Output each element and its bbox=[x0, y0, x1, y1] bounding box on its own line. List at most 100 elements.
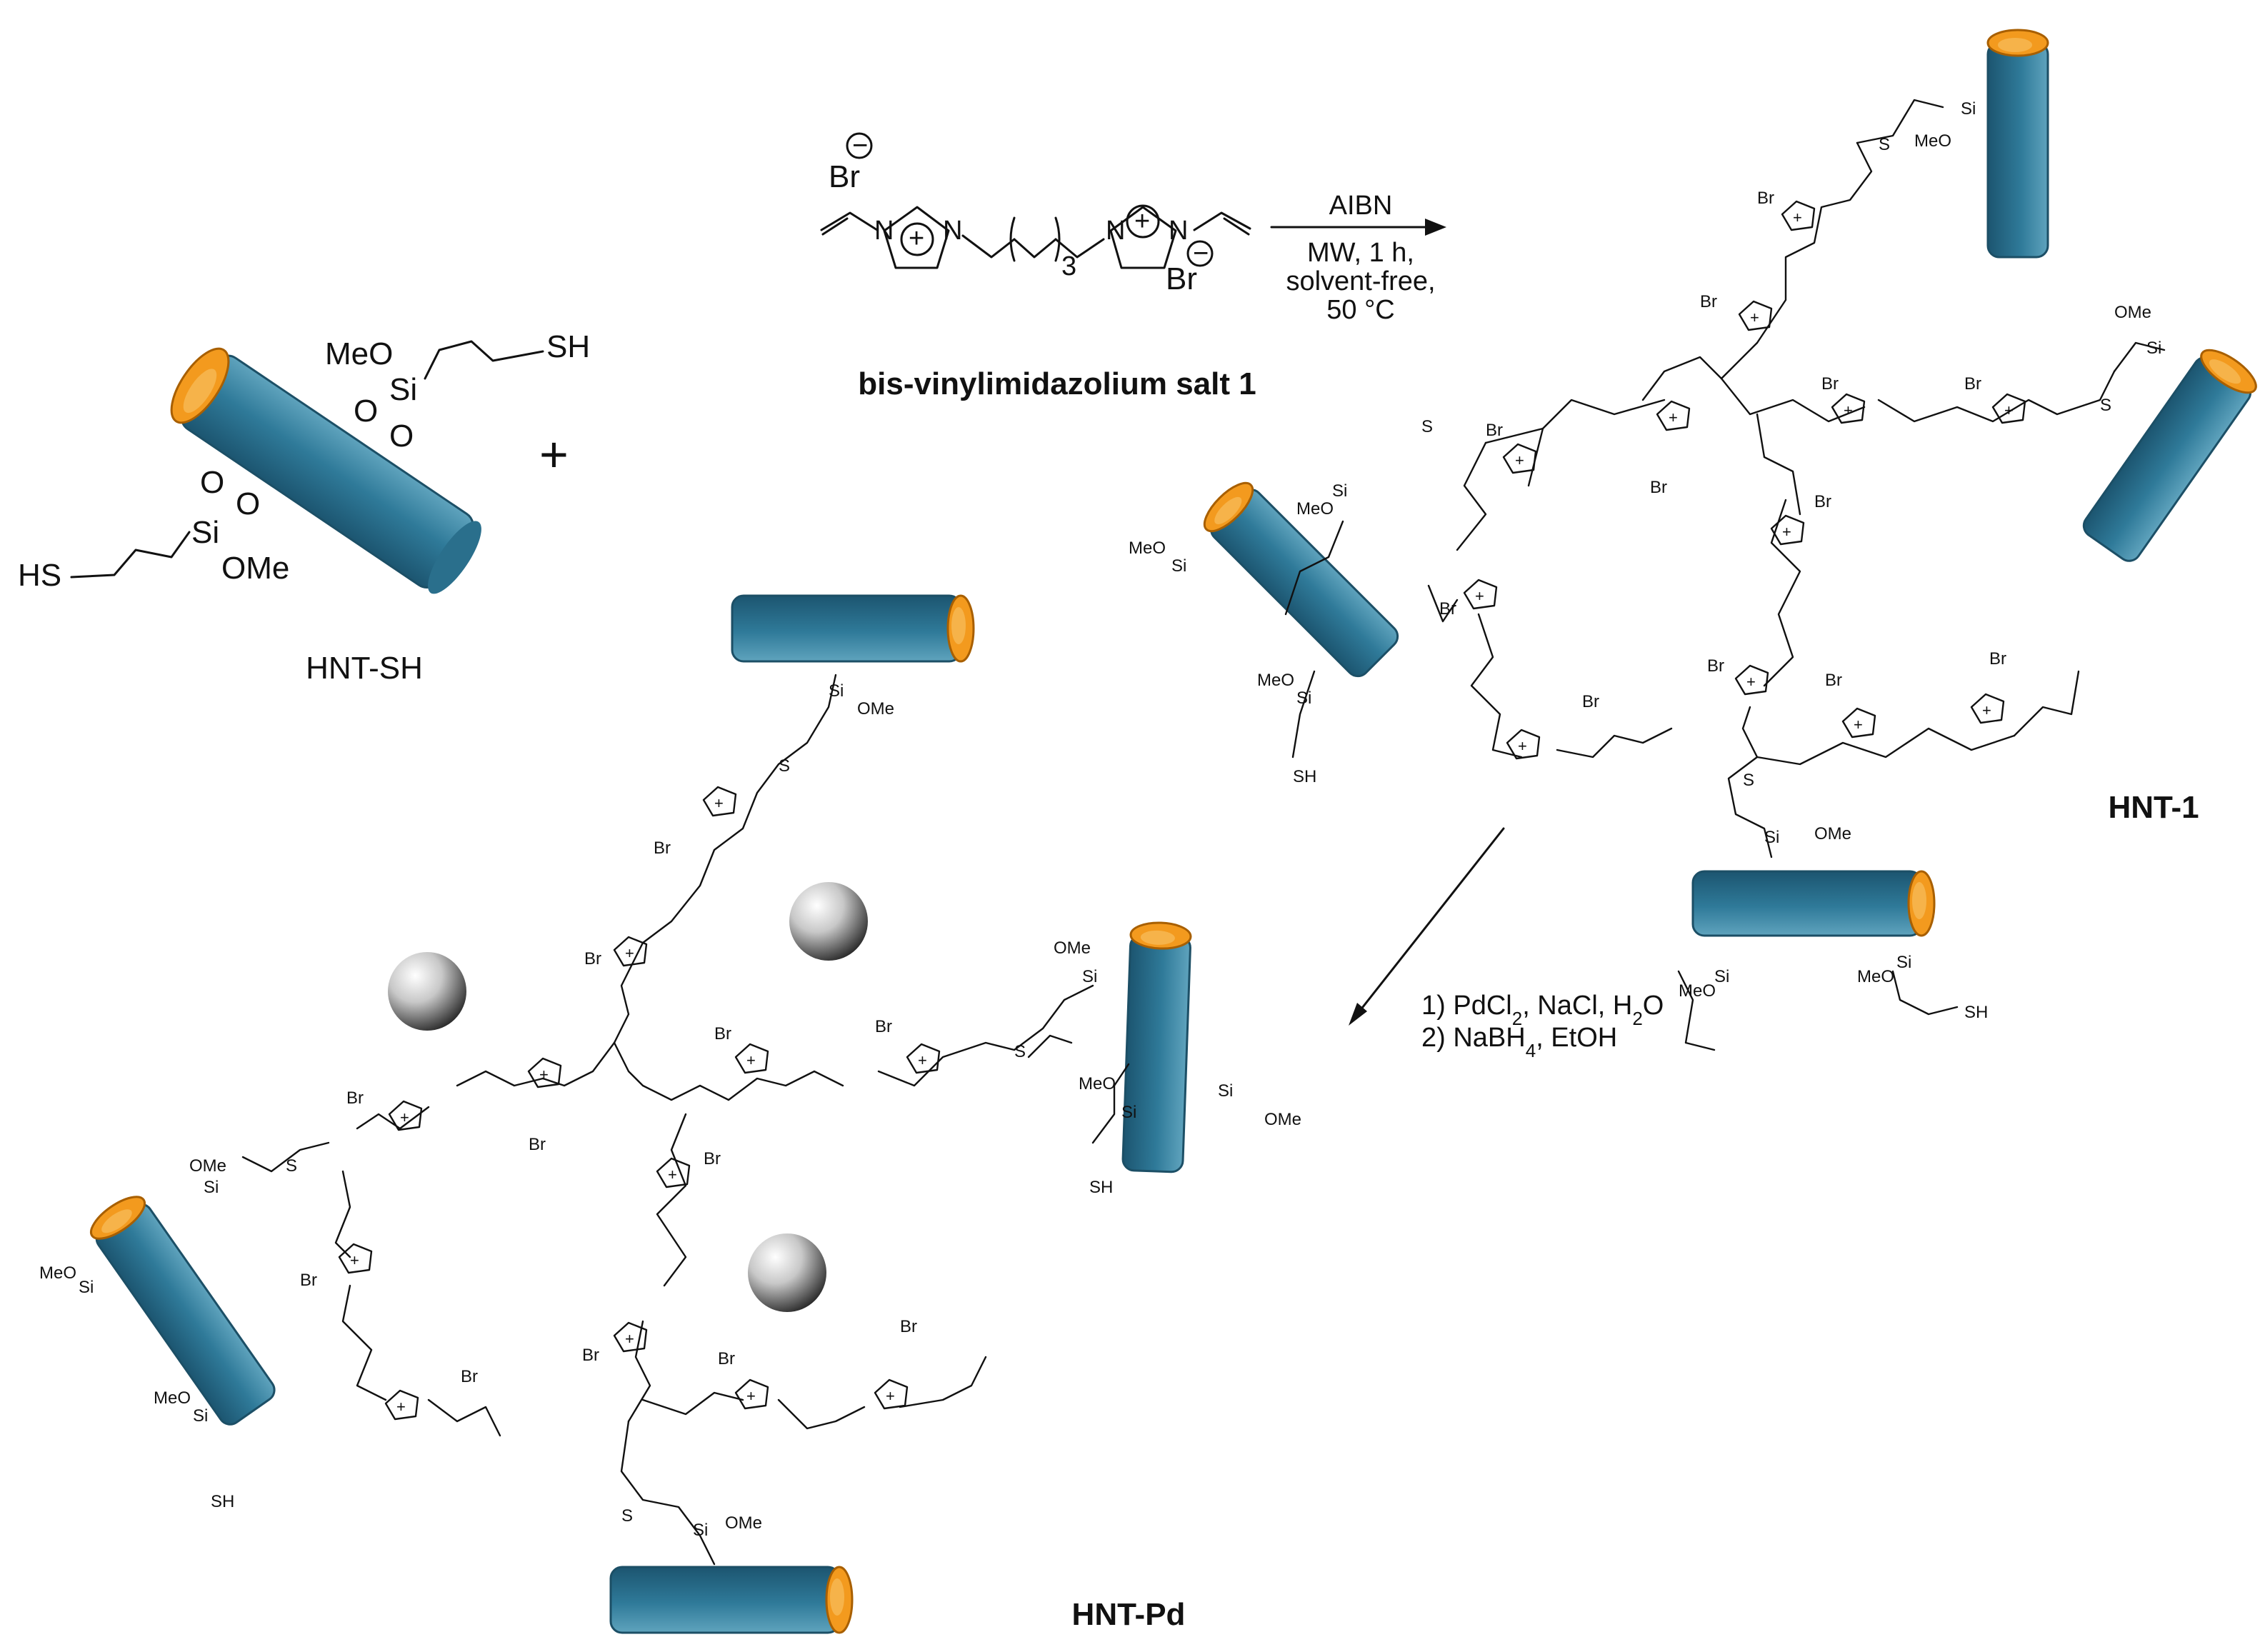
svg-text:MeO: MeO bbox=[1079, 1074, 1116, 1093]
svg-text:Si: Si bbox=[1332, 481, 1347, 501]
imidazolium-ring: + bbox=[613, 936, 648, 967]
nanotube-icon bbox=[1121, 921, 1192, 1173]
svg-text:S: S bbox=[286, 1156, 297, 1176]
nanotube-icon bbox=[609, 1566, 854, 1634]
svg-text:Br: Br bbox=[1757, 189, 1774, 208]
svg-text:Si: Si bbox=[1764, 828, 1779, 847]
svg-text:+: + bbox=[400, 1108, 409, 1126]
nanotube-icon bbox=[2082, 349, 2257, 562]
svg-text:S: S bbox=[2100, 396, 2111, 415]
svg-text:SH: SH bbox=[546, 329, 590, 364]
svg-text:O: O bbox=[236, 486, 260, 521]
svg-text:+: + bbox=[1982, 701, 1991, 719]
svg-text:−: − bbox=[852, 131, 868, 161]
svg-text:Si: Si bbox=[1296, 689, 1311, 708]
svg-text:O: O bbox=[200, 465, 224, 500]
svg-text:Br: Br bbox=[1814, 492, 1831, 511]
svg-text:Si: Si bbox=[1961, 99, 1976, 119]
svg-text:Br: Br bbox=[1166, 261, 1197, 296]
pd-nanoparticle bbox=[748, 1233, 826, 1312]
svg-text:+: + bbox=[1669, 409, 1678, 426]
svg-text:solvent-free,: solvent-free, bbox=[1286, 266, 1435, 296]
svg-text:N: N bbox=[943, 216, 962, 246]
imidazolium-ring: + bbox=[906, 1043, 941, 1074]
imidazolium-ring: + bbox=[874, 1378, 909, 1410]
svg-text:Si: Si bbox=[389, 372, 417, 407]
svg-text:Br: Br bbox=[1439, 599, 1456, 619]
imidazolium-ring: + bbox=[1970, 693, 2005, 724]
svg-text:HS: HS bbox=[18, 558, 61, 593]
reagent-label: bis-vinylimidazolium salt 1 bbox=[858, 366, 1256, 401]
svg-text:MeO: MeO bbox=[39, 1263, 76, 1283]
nanotube-icon bbox=[1986, 29, 2049, 259]
nanotube-icon bbox=[170, 347, 481, 594]
svg-text:Si: Si bbox=[191, 515, 219, 550]
svg-text:Br: Br bbox=[714, 1024, 731, 1043]
imidazolium-ring: + bbox=[1463, 579, 1498, 610]
svg-text:Br: Br bbox=[1707, 656, 1724, 676]
hnt-pd-structure: + + + + + + + + + + + + Br Br Br Br Br B… bbox=[39, 594, 1301, 1634]
pd-nanoparticle bbox=[388, 952, 466, 1031]
svg-text:Br: Br bbox=[1989, 649, 2006, 669]
svg-text:+: + bbox=[350, 1251, 359, 1269]
svg-text:+: + bbox=[1750, 309, 1759, 326]
svg-text:Si: Si bbox=[1121, 1103, 1136, 1122]
imidazolium-ring: + bbox=[338, 1243, 373, 1274]
imidazolium-ring: + bbox=[384, 1389, 419, 1421]
svg-text:SH: SH bbox=[1964, 1003, 1988, 1022]
svg-text:Br: Br bbox=[900, 1317, 917, 1336]
svg-text:−: − bbox=[1193, 239, 1209, 269]
svg-text:+: + bbox=[539, 1066, 549, 1083]
svg-text:+: + bbox=[668, 1166, 677, 1183]
svg-text:Si: Si bbox=[829, 681, 844, 701]
svg-text:Br: Br bbox=[1486, 421, 1503, 440]
svg-text:+: + bbox=[1782, 523, 1791, 541]
svg-text:+: + bbox=[2004, 401, 2014, 419]
svg-text:Br: Br bbox=[346, 1088, 364, 1108]
svg-text:MeO: MeO bbox=[154, 1388, 191, 1408]
svg-text:Br: Br bbox=[1582, 692, 1599, 711]
svg-text:Br: Br bbox=[829, 159, 860, 194]
step1-conditions: AIBN MW, 1 h, solvent-free, 50 °C bbox=[1286, 191, 1435, 325]
plus-sign: + bbox=[539, 426, 569, 482]
nanotube-icon bbox=[1691, 870, 1936, 937]
svg-text:MeO: MeO bbox=[1857, 967, 1894, 986]
hnt-1-label: HNT-1 bbox=[2108, 790, 2199, 825]
svg-text:OMe: OMe bbox=[221, 551, 289, 586]
imidazolium-ring: + bbox=[1656, 400, 1691, 431]
imidazolium-ring: + bbox=[1506, 729, 1541, 760]
svg-text:OMe: OMe bbox=[857, 699, 894, 719]
imidazolium-ring: + bbox=[1738, 300, 1773, 331]
svg-text:+: + bbox=[746, 1387, 756, 1405]
svg-text:+: + bbox=[918, 1051, 927, 1069]
step2-conditions: 1) PdCl2, NaCl, H2O 2) NaBH4, EtOH bbox=[1421, 991, 1664, 1061]
svg-text:Si: Si bbox=[1082, 967, 1097, 986]
svg-text:50 °C: 50 °C bbox=[1326, 295, 1394, 325]
svg-text:Si: Si bbox=[1714, 967, 1729, 986]
pd-nanoparticle bbox=[789, 882, 868, 961]
svg-text:Si: Si bbox=[1171, 556, 1186, 576]
svg-text:+: + bbox=[1134, 206, 1150, 236]
imidazolium-ring: + bbox=[734, 1043, 769, 1074]
imidazolium-ring: + bbox=[1991, 393, 2026, 424]
imidazolium-ring: + bbox=[702, 786, 737, 817]
svg-text:MeO: MeO bbox=[1129, 539, 1166, 558]
svg-text:S: S bbox=[1421, 417, 1433, 436]
svg-text:Br: Br bbox=[1700, 292, 1717, 311]
svg-text:+: + bbox=[1854, 716, 1863, 734]
svg-text:MW, 1 h,: MW, 1 h, bbox=[1307, 238, 1414, 268]
svg-text:MeO: MeO bbox=[1679, 981, 1716, 1001]
svg-text:+: + bbox=[396, 1398, 406, 1416]
imidazolium-ring: + bbox=[1831, 393, 1866, 424]
svg-text:Br: Br bbox=[461, 1367, 478, 1386]
imidazolium-ring: + bbox=[656, 1157, 691, 1188]
nanotube-icon bbox=[90, 1196, 276, 1426]
svg-text:Br: Br bbox=[1650, 478, 1667, 497]
svg-text:Br: Br bbox=[1821, 374, 1839, 394]
svg-text:MeO: MeO bbox=[1296, 499, 1334, 519]
svg-text:+: + bbox=[714, 794, 724, 812]
svg-text:+: + bbox=[1518, 737, 1527, 755]
svg-text:OMe: OMe bbox=[1264, 1110, 1301, 1129]
imidazolium-ring: + bbox=[1781, 200, 1816, 231]
